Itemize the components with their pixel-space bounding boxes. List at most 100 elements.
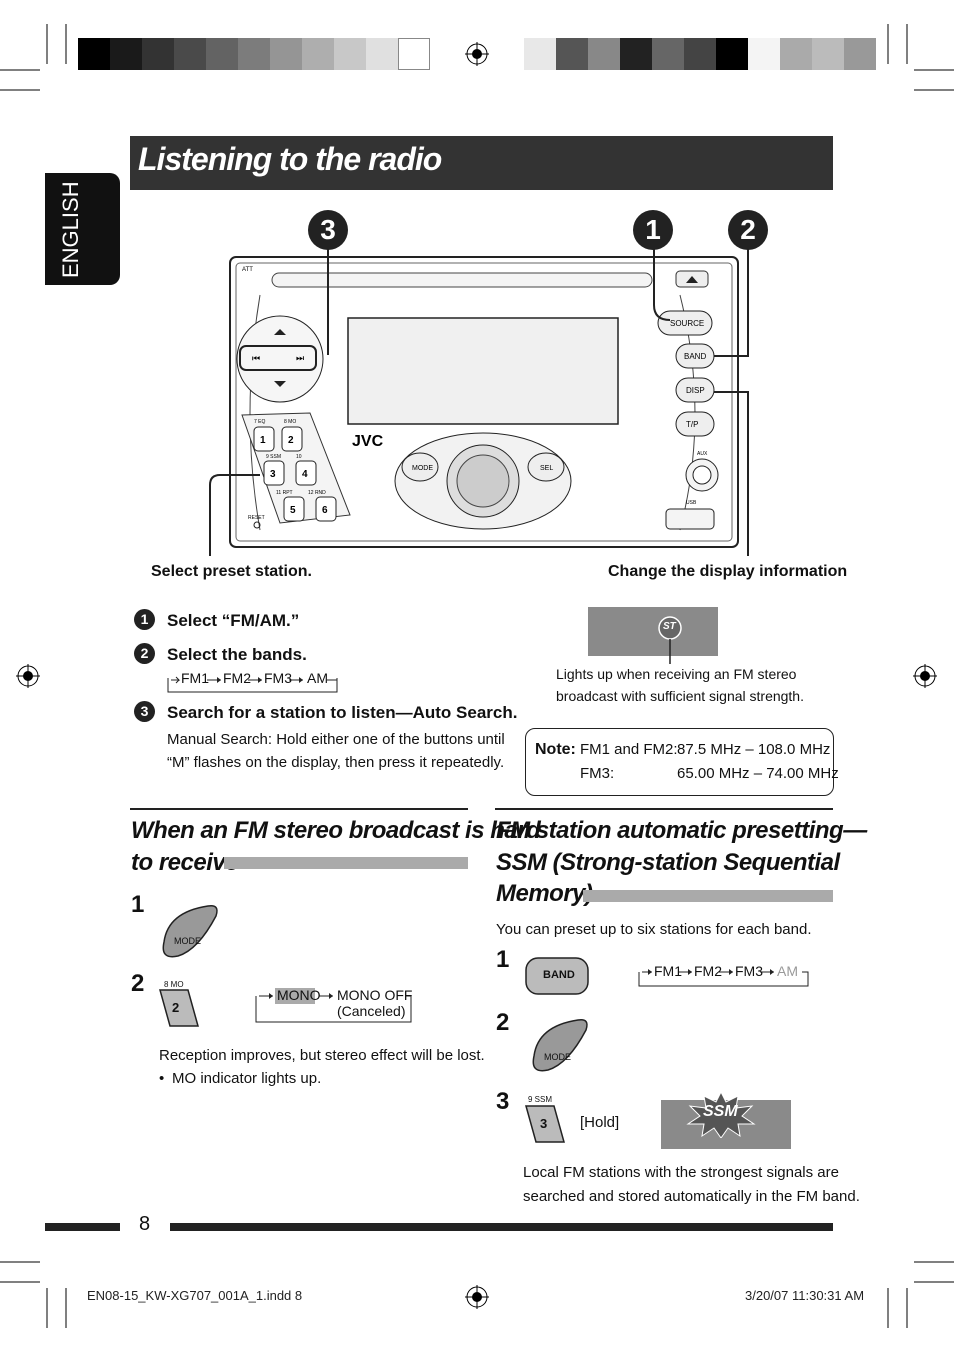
band-button-label: BAND	[684, 352, 706, 361]
right-band-fm3: FM3	[735, 963, 763, 979]
right-preset-num: 3	[540, 1116, 548, 1131]
section-left-title-1: When an FM stereo broadcast is hard	[131, 817, 541, 844]
st-icon-label: ST	[663, 621, 676, 632]
right-mode-label: MODE	[544, 1052, 571, 1062]
step-3-text: Search for a station to listen—Auto Sear…	[167, 703, 518, 722]
step-1-text: Select “FM/AM.”	[167, 611, 300, 630]
section-right-title-3: Memory)	[496, 880, 593, 907]
st-caption-2: broadcast with sufficient signal strengt…	[556, 688, 804, 704]
mono-label: MONO	[277, 987, 321, 1003]
divider-right	[495, 808, 833, 810]
callout-2: 2	[728, 210, 768, 250]
st-icon	[658, 616, 682, 664]
page-title: Listening to the radio	[138, 141, 442, 177]
right-band-flow: FM1 FM2 FM3 AM	[638, 962, 810, 988]
left-preset-label: 8 MO	[164, 980, 184, 989]
language-tab-label: ENGLISH	[58, 181, 83, 279]
svg-text:10: 10	[296, 454, 302, 460]
step-1-number: 1	[134, 609, 155, 630]
registration-target-icon	[16, 42, 937, 1309]
mono-off-label: MONO OFF	[337, 987, 413, 1003]
svg-text:AUX: AUX	[697, 451, 708, 457]
section-right-title-2: SSM (Strong-station Sequential	[496, 849, 840, 876]
preset-2-button-icon	[159, 989, 199, 1027]
left-mode-label: MODE	[174, 936, 201, 946]
svg-text:⏮: ⏮	[252, 353, 260, 363]
svg-text:6: 6	[322, 505, 328, 516]
callout-1: 1	[633, 210, 673, 250]
svg-text:⏭: ⏭	[296, 353, 304, 363]
source-button-label: SOURCE	[670, 319, 704, 328]
note-row2-band: FM3:	[580, 765, 615, 782]
left-result: Reception improves, but stereo effect wi…	[159, 1047, 485, 1064]
step-2-text: Select the bands.	[167, 645, 307, 664]
right-step-1-number: 1	[496, 946, 510, 973]
note-row1-band: FM1 and FM2:	[580, 741, 678, 758]
band-fm1: FM1	[181, 670, 209, 686]
right-result-2: searched and stored automatically in the…	[523, 1188, 860, 1205]
left-step-1-number: 1	[131, 891, 145, 918]
preset-3-button-icon	[525, 1105, 565, 1143]
svg-text:1: 1	[260, 435, 266, 446]
right-mode-button-icon	[532, 1018, 588, 1072]
svg-text:MODE: MODE	[412, 465, 433, 472]
note-row2-range: 65.00 MHz – 74.00 MHz	[677, 765, 839, 782]
right-step-3-number: 3	[496, 1088, 510, 1115]
left-bullet: MO indicator lights up.	[172, 1070, 322, 1087]
section-left-rule	[224, 857, 468, 869]
title-bar	[130, 136, 833, 190]
ssm-icon-label: SSM	[703, 1103, 738, 1120]
right-band-am: AM	[777, 963, 798, 979]
section-right-title-1: FM station automatic presetting—	[496, 817, 867, 844]
footer-bar-right	[170, 1223, 833, 1231]
ssm-burst-icon	[686, 1090, 756, 1138]
tp-button-label: T/P	[686, 420, 698, 429]
hold-label: [Hold]	[580, 1114, 620, 1131]
svg-text:7 EQ: 7 EQ	[254, 419, 266, 425]
svg-text:5: 5	[290, 505, 296, 516]
left-step-2-number: 2	[131, 970, 145, 997]
band-button-icon	[525, 957, 589, 995]
band-fm2: FM2	[223, 670, 251, 686]
mono-canceled-label: (Canceled)	[337, 1003, 406, 1019]
manual-search-text: Manual Search: Hold either one of the bu…	[167, 731, 505, 771]
svg-text:12 RND: 12 RND	[308, 490, 326, 496]
mode-button-icon	[162, 904, 218, 958]
right-result-1: Local FM stations with the strongest sig…	[523, 1164, 839, 1181]
svg-text:USB: USB	[686, 500, 697, 506]
st-caption-1: Lights up when receiving an FM stereo	[556, 666, 797, 682]
mono-flow: MONO MONO OFF (Canceled)	[255, 986, 413, 1024]
page-number: 8	[139, 1213, 151, 1235]
footer-file: EN08-15_KW-XG707_001A_1.indd 8	[87, 1288, 303, 1303]
att-label: ATT	[242, 267, 253, 273]
svg-text:9 SSM: 9 SSM	[266, 454, 281, 460]
step-2-number: 2	[134, 643, 155, 664]
note-box	[525, 728, 834, 796]
right-preset-label: 9 SSM	[528, 1095, 553, 1104]
section-left-title-2: to receive	[131, 849, 239, 876]
svg-text:RESET: RESET	[248, 515, 265, 521]
left-preset-num: 2	[172, 1000, 180, 1015]
language-tab	[45, 173, 120, 285]
svg-text:4: 4	[302, 469, 308, 480]
callout-3: 3	[308, 210, 348, 250]
note-label: Note:	[535, 741, 576, 758]
step-3-number: 3	[134, 701, 155, 722]
band-flow-diagram: FM1 FM2 FM3 AM	[167, 670, 339, 694]
brand-logo: JVC	[352, 433, 384, 450]
right-band-fm1: FM1	[654, 963, 682, 979]
caption-select-preset: Select preset station.	[151, 563, 312, 580]
caption-change-display: Change the display information	[608, 563, 848, 580]
footer-bar-left	[45, 1223, 120, 1231]
band-am: AM	[307, 670, 328, 686]
divider-left	[130, 808, 468, 810]
note-row1-range: 87.5 MHz – 108.0 MHz	[677, 741, 831, 758]
left-bullet-dot: •	[159, 1070, 165, 1087]
svg-text:3: 3	[270, 469, 276, 480]
section-right-rule	[583, 890, 833, 902]
svg-text:11 RPT: 11 RPT	[276, 490, 293, 496]
st-display	[588, 607, 718, 656]
svg-text:8 MO: 8 MO	[284, 419, 296, 425]
right-band-label: BAND	[543, 969, 575, 981]
